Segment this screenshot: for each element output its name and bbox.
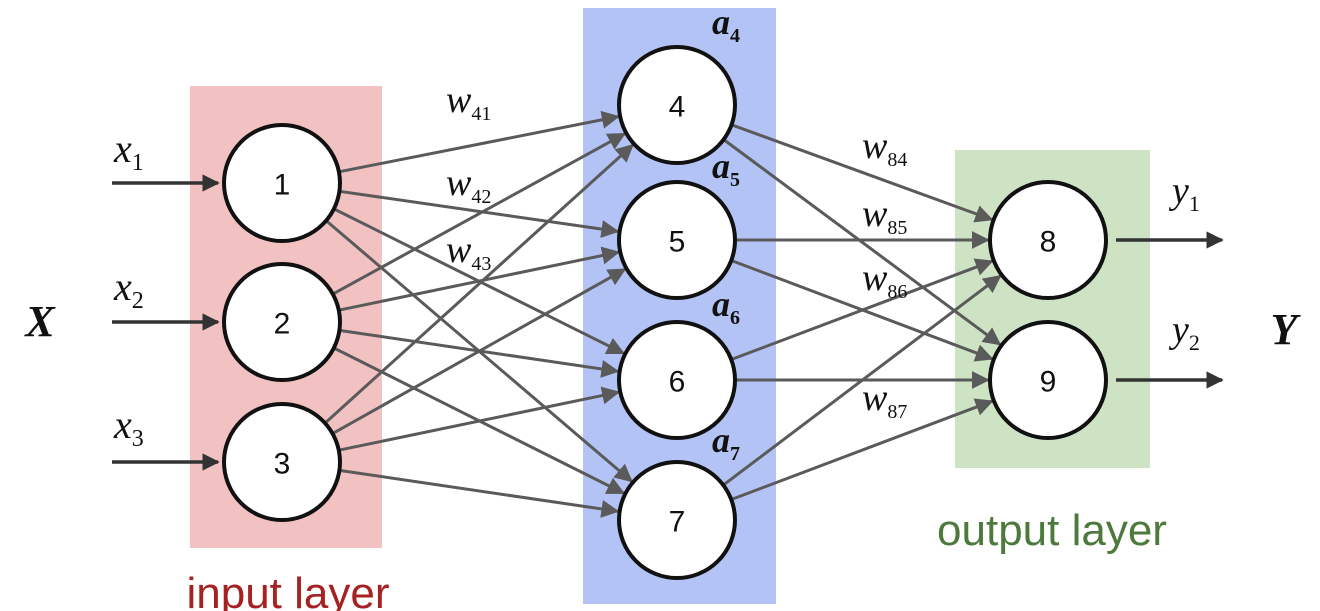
hidden-node-7: 7: [617, 460, 737, 580]
weight-label-w42: w42: [446, 162, 491, 208]
edge-6-8: [730, 258, 994, 361]
edge-3-4: [323, 143, 634, 425]
output-node-9: 9: [988, 320, 1108, 440]
hidden-node-5: 5: [617, 180, 737, 300]
activation-label-a4: a4: [712, 2, 740, 47]
a7-symbol: a: [712, 420, 730, 460]
edge-2-4: [332, 132, 626, 296]
a4-symbol: a: [712, 2, 730, 42]
y1-symbol: y: [1168, 170, 1189, 212]
weight-label-w87: w87: [862, 377, 907, 423]
output-vector-label: Y: [1271, 305, 1302, 354]
w43-subscript: 43: [471, 253, 491, 275]
w43-symbol: w: [446, 229, 472, 271]
node-5-label: 5: [669, 226, 686, 259]
w87-symbol: w: [862, 377, 888, 419]
edge-7-9: [730, 398, 994, 501]
w41-subscript: 41: [471, 103, 491, 125]
w84-subscript: 84: [887, 149, 907, 171]
weight-label-w84: w84: [862, 125, 907, 171]
input-node-3: 3: [222, 402, 342, 522]
activation-label-a6: a6: [712, 284, 740, 329]
output-layer-caption: output layer: [937, 506, 1167, 555]
input-vector-label: X: [23, 297, 56, 346]
a4-subscript: 4: [730, 25, 740, 47]
edge-3-5: [331, 268, 627, 435]
w85-subscript: 85: [887, 217, 907, 239]
hidden-node-6: 6: [617, 320, 737, 440]
y2-subscript: 2: [1189, 330, 1200, 355]
w87-subscript: 87: [887, 401, 907, 423]
w86-symbol: w: [862, 257, 888, 299]
w86-subscript: 86: [887, 281, 907, 303]
x3-symbol: x: [113, 402, 132, 447]
a5-subscript: 5: [730, 169, 740, 191]
x2-subscript: 2: [132, 288, 144, 314]
w85-symbol: w: [862, 193, 888, 235]
activation-label-a7: a7: [712, 420, 740, 465]
w84-symbol: w: [862, 125, 888, 167]
edge-1-4: [338, 110, 620, 174]
edge-4-8: [730, 123, 994, 223]
x1-symbol: x: [113, 126, 132, 171]
edge-2-5: [338, 246, 621, 312]
weight-label-w85: w85: [862, 193, 907, 239]
output-node-8: 8: [988, 180, 1108, 300]
output-arrows: [1116, 231, 1224, 389]
node-7-label: 7: [669, 506, 686, 539]
a7-subscript: 7: [730, 443, 740, 465]
edge-7-8: [722, 274, 1002, 487]
node-1-label: 1: [274, 169, 291, 202]
a6-subscript: 6: [730, 307, 740, 329]
x1-subscript: 1: [132, 150, 144, 176]
edge-3-7: [339, 468, 620, 518]
input-layer-caption: input layer: [186, 569, 389, 611]
input-label-x2: x2: [113, 264, 144, 314]
output-label-y1: y1: [1168, 170, 1200, 216]
output-label-y2: y2: [1168, 309, 1200, 355]
w41-symbol: w: [446, 79, 472, 121]
input-node-1: 1: [222, 123, 342, 243]
x3-subscript: 3: [132, 426, 144, 452]
node-6-label: 6: [669, 366, 686, 399]
input-arrows: [112, 174, 220, 471]
node-2-label: 2: [274, 308, 291, 341]
input-node-2: 2: [222, 262, 342, 382]
node-8-label: 8: [1040, 226, 1057, 259]
weight-label-w43: w43: [446, 229, 491, 275]
weight-label-w41: w41: [446, 79, 491, 125]
node-3-label: 3: [274, 448, 291, 481]
weight-label-w86: w86: [862, 257, 907, 303]
x2-symbol: x: [113, 264, 132, 309]
activation-label-a5: a5: [712, 146, 740, 191]
connections: [323, 110, 1002, 518]
edge-3-6: [338, 386, 621, 452]
y2-symbol: y: [1168, 309, 1189, 351]
a5-symbol: a: [712, 146, 730, 186]
w42-symbol: w: [446, 162, 472, 204]
node-9-label: 9: [1040, 366, 1057, 399]
y1-subscript: 1: [1189, 191, 1200, 216]
a6-symbol: a: [712, 284, 730, 324]
input-label-x3: x3: [113, 402, 144, 452]
hidden-node-4: 4: [617, 45, 737, 165]
w42-subscript: 42: [471, 186, 491, 208]
node-4-label: 4: [669, 91, 686, 124]
edge-1-5: [339, 189, 620, 238]
input-label-x1: x1: [113, 126, 144, 176]
